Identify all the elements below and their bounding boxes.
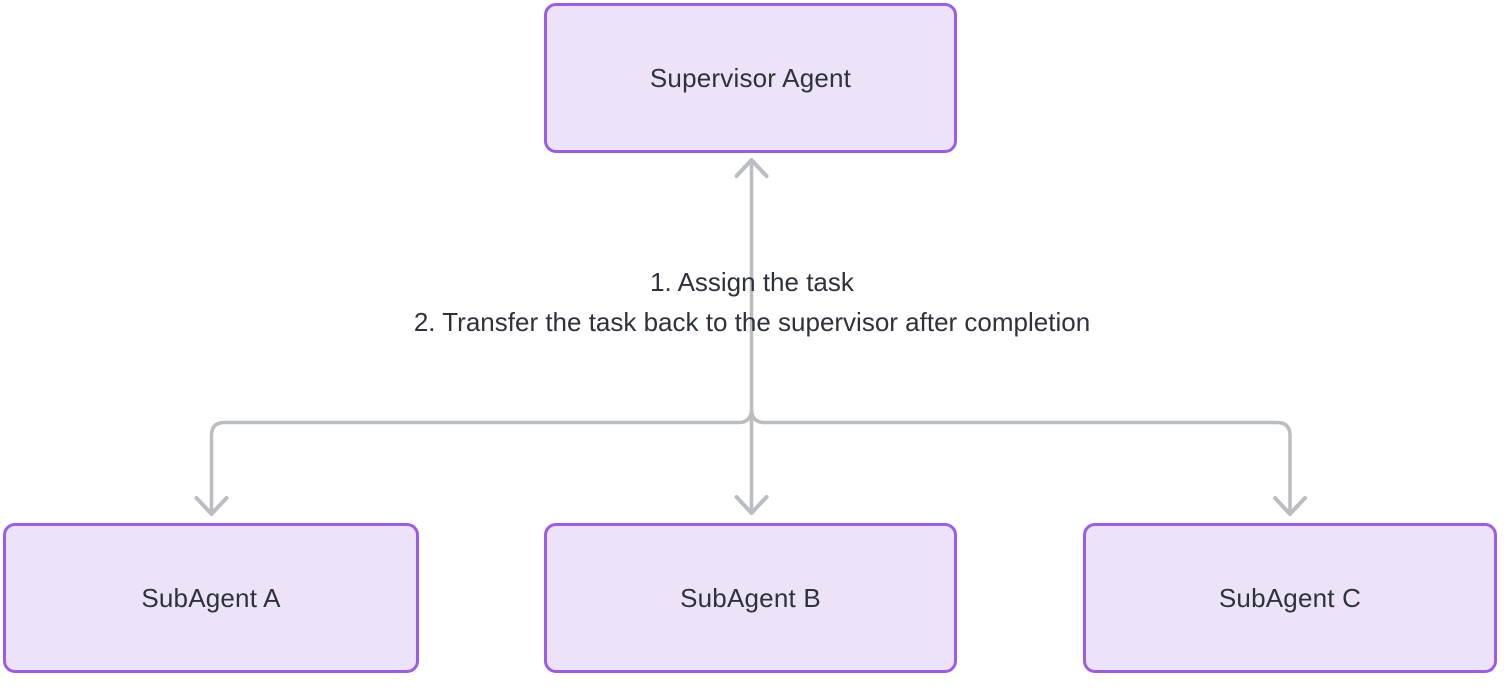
edge-label-line-1: 1. Assign the task — [650, 267, 854, 297]
edge-label: 1. Assign the task 2. Transfer the task … — [0, 262, 1504, 342]
node-subagent-a-label: SubAgent A — [141, 582, 281, 613]
node-subagent-c: SubAgent C — [1083, 523, 1497, 673]
node-subagent-b: SubAgent B — [544, 523, 957, 673]
arrowhead-down-a-icon — [194, 496, 229, 516]
node-subagent-b-label: SubAgent B — [680, 582, 821, 613]
node-subagent-c-label: SubAgent C — [1218, 582, 1362, 613]
node-subagent-a: SubAgent A — [3, 523, 419, 673]
node-supervisor-agent: Supervisor Agent — [544, 3, 957, 153]
edge-supervisor-subagent-a — [209, 408, 754, 511]
edge-supervisor-subagent-c — [749, 408, 1292, 511]
arrowhead-up-icon — [734, 158, 769, 178]
edge-label-line-2: 2. Transfer the task back to the supervi… — [413, 307, 1091, 337]
arrowhead-down-b-icon — [734, 495, 769, 515]
node-supervisor-agent-label: Supervisor Agent — [649, 62, 852, 93]
arrowhead-down-c-icon — [1273, 496, 1307, 516]
